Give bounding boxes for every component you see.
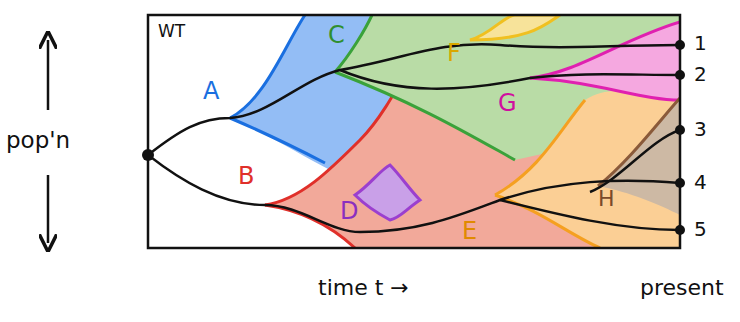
sample-dots <box>142 40 685 235</box>
plot-frame <box>148 15 680 248</box>
clone-f-region <box>470 15 560 40</box>
sample-number: 1 <box>694 32 707 54</box>
clone-label: G <box>498 90 517 116</box>
clone-h-edge <box>598 98 680 186</box>
clone-label: F <box>447 40 461 66</box>
sample-number: 5 <box>694 218 707 240</box>
clone-d-region <box>355 165 420 220</box>
axis-label: time t → <box>318 276 409 300</box>
clone-g-region <box>530 22 680 100</box>
wild-type-ground <box>148 15 680 248</box>
axis-arrow <box>47 40 50 110</box>
clone-label: C <box>328 22 345 48</box>
wild-type-label: WT <box>158 22 185 41</box>
axis-label: present <box>640 276 724 300</box>
clone-g-edge <box>530 22 680 78</box>
clone-a-edge <box>230 118 325 163</box>
clone-label: H <box>598 187 615 211</box>
sample-number: 3 <box>694 118 707 140</box>
clone-label: E <box>462 218 477 244</box>
clone-label: A <box>203 78 219 104</box>
clone-e-region <box>495 91 680 248</box>
lineage-lines <box>148 44 680 232</box>
clone-b-region <box>265 15 680 248</box>
clone-a-edge <box>230 15 305 118</box>
sample-number: 2 <box>694 63 707 85</box>
sample-number: 4 <box>694 171 707 193</box>
axis-arrow <box>47 175 50 243</box>
clone-g-edge <box>530 78 680 100</box>
clone-label: D <box>340 198 358 224</box>
axis-label: pop'n <box>6 128 70 153</box>
clone-label: B <box>238 163 254 189</box>
